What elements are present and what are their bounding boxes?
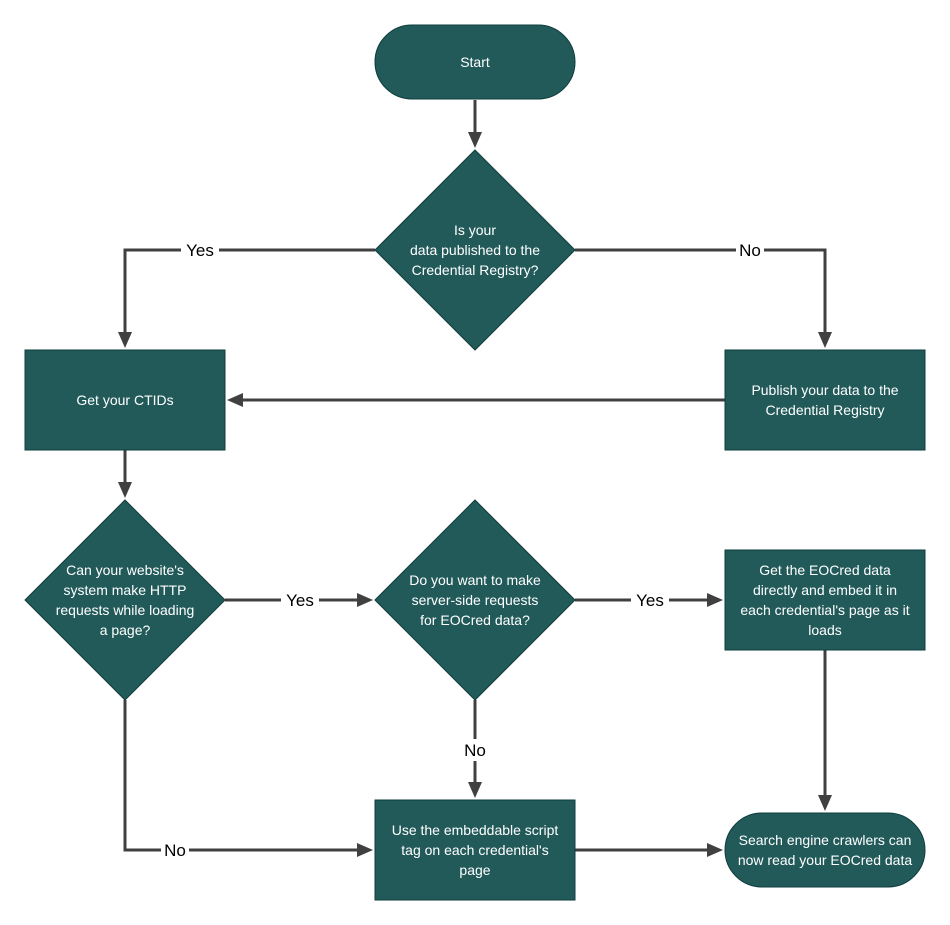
edge-publish-to-ctids	[227, 393, 725, 407]
edge-label-text: Yes	[286, 591, 314, 610]
edge-ctids-to-http	[118, 450, 132, 498]
process-rectangle	[374, 799, 576, 901]
node-label-line: Search engine crawlers can	[739, 832, 912, 848]
decision-diamond	[374, 149, 576, 351]
node-label-line: Get your CTIDs	[76, 392, 173, 408]
node-label-line: requests while loading	[56, 602, 195, 618]
node-label-line: Is your	[454, 222, 496, 238]
edge-label-background	[736, 239, 764, 261]
node-label-line: Credential Registry?	[412, 262, 539, 278]
edge-label-background	[181, 239, 219, 261]
arrowhead	[227, 393, 243, 407]
node-label-line: Do you want to make	[409, 572, 541, 588]
edge-label-no: No	[736, 239, 764, 261]
terminal-stadium	[724, 812, 926, 888]
node-label-line: Publish your data to the	[751, 382, 898, 398]
arrowhead	[468, 782, 482, 798]
node-label-line: server-side requests	[412, 592, 539, 608]
arrowhead	[707, 843, 723, 857]
node-crawlers: Search engine crawlers can now read your …	[724, 812, 926, 888]
edge-label-text: Yes	[636, 591, 664, 610]
arrowhead	[468, 132, 482, 148]
arrowhead	[357, 593, 373, 607]
node-label-line: now read your EOCred data	[738, 852, 913, 868]
node-label-line: loads	[808, 622, 841, 638]
node-label-line: Can your website's	[66, 562, 184, 578]
node-label-line: tag on each credential's	[401, 842, 548, 858]
edge-script-to-crawlers	[575, 843, 723, 857]
arrowhead	[118, 482, 132, 498]
node-label-line: data published to the	[410, 242, 540, 258]
edge-published-yes	[118, 248, 375, 348]
terminal-stadium	[374, 24, 576, 100]
edge-label-background	[281, 589, 319, 611]
node-label-line: for EOCred data?	[420, 612, 530, 628]
node-label-line: Get the EOCred data	[759, 562, 891, 578]
edge-label-text: No	[739, 241, 761, 260]
node-label-line: Use the embeddable script	[392, 822, 559, 838]
arrowhead	[818, 795, 832, 811]
node-label-line: Start	[460, 54, 490, 70]
edge-label-background	[631, 589, 669, 611]
node-label-line: a page?	[100, 622, 151, 638]
edge-label-text: No	[464, 741, 486, 760]
process-rectangle	[724, 549, 926, 651]
node-start: Start	[374, 24, 576, 100]
edge-start-to-published	[468, 100, 482, 148]
edge-label-yes: Yes	[281, 589, 319, 611]
edge-label-yes: Yes	[631, 589, 669, 611]
decision-diamond	[374, 499, 576, 701]
process-rectangle	[724, 349, 926, 451]
edge-label-no: No	[161, 839, 189, 861]
connector-line	[575, 248, 827, 336]
connector-line	[123, 700, 361, 852]
arrowhead	[357, 843, 373, 857]
arrowhead	[118, 332, 132, 348]
node-label-line: system make HTTP	[64, 582, 187, 598]
node-http-decision: Can your website's system make HTTP reques…	[24, 499, 226, 701]
node-label-line: Credential Registry	[765, 402, 884, 418]
node-script-tag: Use the embeddable script tag on each cre…	[374, 799, 576, 901]
edge-label-text: Yes	[186, 241, 214, 260]
edges-layer	[118, 100, 832, 857]
edge-label-background	[161, 839, 189, 861]
edge-http-no	[123, 700, 373, 857]
arrowhead	[707, 593, 723, 607]
connector-line	[123, 248, 375, 336]
edge-label-no: No	[461, 739, 489, 761]
node-embed-directly: Get the EOCred data directly and embed it…	[724, 549, 926, 651]
edge-label-text: No	[164, 841, 186, 860]
decision-diamond	[24, 499, 226, 701]
node-label-line: each credential's page as it	[740, 602, 909, 618]
process-rectangle	[24, 349, 226, 451]
edge-published-no	[575, 248, 832, 348]
edge-label-yes: Yes	[181, 239, 219, 261]
nodes-layer: Start Is your data published to theCredent…	[24, 24, 926, 901]
arrowhead	[818, 332, 832, 348]
node-label-line: page	[459, 862, 490, 878]
edge-label-background	[461, 739, 489, 761]
node-server-side-decision: Do you want to make server-side requests f…	[374, 499, 576, 701]
edge-embed-to-crawlers	[818, 650, 832, 811]
node-label-line: directly and embed it in	[753, 582, 897, 598]
node-get-ctids: Get your CTIDs	[24, 349, 226, 451]
